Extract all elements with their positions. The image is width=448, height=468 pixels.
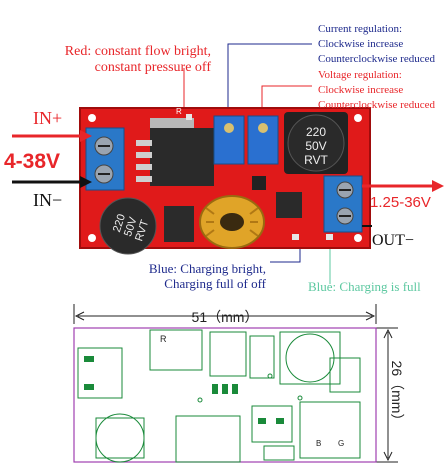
footprint-lines (77, 329, 361, 463)
capacitor-top-text-1: 220 (306, 125, 326, 139)
drawing-b-mark: B (316, 439, 321, 448)
current-regulation-title: Current regulation: (318, 23, 403, 35)
out-minus-label: OUT− (372, 232, 414, 249)
current-regulation-note: Current regulation: Clockwise increase C… (318, 22, 435, 67)
output-voltage-range: 1.25-36V (370, 194, 431, 211)
pcb-dimension-drawing: 51（mm） 26（mm） R B G (73, 304, 405, 463)
height-dimension-label: 26（mm） (389, 361, 405, 428)
leader-lines-red (183, 68, 312, 112)
current-potentiometer (213, 115, 245, 165)
smd-chip (252, 176, 266, 190)
sop-chip (276, 192, 302, 218)
drawing-g-mark: G (338, 439, 344, 448)
red-led-note: Red: constant flow bright, constant pres… (37, 44, 211, 76)
voltage-regulation-ccw: Counterclockwise reduced (318, 98, 435, 111)
height-dimension-line (376, 327, 398, 463)
voltage-regulation-title: Voltage regulation: (318, 69, 402, 81)
red-led-note-line2: constant pressure off (94, 60, 211, 76)
capacitor-bottom-text-2: 50V (122, 215, 140, 238)
in-minus-label: IN− (33, 190, 63, 210)
inductor-coil (199, 195, 265, 249)
red-led-note-line1: Red: constant flow bright, (64, 44, 211, 59)
capacitor-top (284, 112, 348, 174)
in-plus-label: IN+ (33, 108, 63, 128)
blue-led-note: Blue: Charging bright, Charging full of … (114, 261, 266, 292)
diode (164, 206, 194, 242)
green-led-note: Blue: Charging is full (308, 279, 421, 294)
width-dimension-line (73, 304, 377, 324)
output-arrows (362, 180, 444, 227)
capacitor-bottom (99, 197, 157, 255)
current-regulation-cw: Clockwise increase (318, 37, 404, 50)
led-green (326, 234, 333, 240)
blue-led-note-line1: Blue: Charging bright, (148, 261, 266, 276)
regulator-ic (136, 118, 214, 186)
blue-led-note-line2: Charging full of off (164, 275, 266, 291)
current-regulation-ccw: Counterclockwise reduced (318, 52, 435, 65)
led-red (186, 114, 192, 120)
capacitor-top-text-3: RVT (304, 153, 328, 167)
width-dimension-label: 51（mm） (192, 309, 259, 325)
capacitor-bottom-text-1: 220 (111, 213, 128, 234)
voltage-potentiometer (247, 115, 279, 165)
voltage-regulation-note: Voltage regulation: Clockwise increase C… (318, 68, 435, 113)
input-voltage-range: 4-38V (4, 150, 61, 173)
footprint-pads (84, 356, 284, 424)
drawing-r-mark: R (160, 334, 167, 344)
output-terminal-block (323, 175, 363, 233)
led-blue (292, 234, 299, 240)
pcb-illustration: 220 50V RVT 220 50V RVT R (12, 43, 444, 284)
board-r-label: R (176, 107, 182, 116)
capacitor-top-text-2: 50V (305, 139, 326, 153)
voltage-regulation-cw: Clockwise increase (318, 83, 404, 96)
input-terminal-block (85, 127, 125, 191)
input-arrows (12, 130, 92, 188)
